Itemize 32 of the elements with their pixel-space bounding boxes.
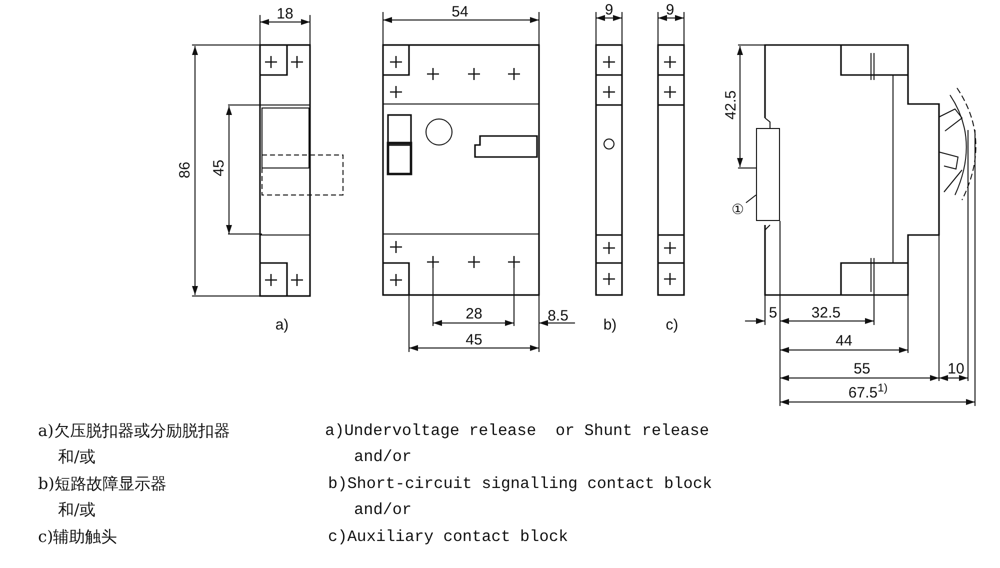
dimension-text: 5 [768,306,778,320]
dimension-text: a) [275,318,289,332]
dimension-text: 18 [276,6,294,22]
callout-number: ① [730,200,746,218]
dimension-text: 32.5 [811,306,841,320]
dimension-text: 45 [212,160,226,176]
legend-text: 和/或 [58,449,96,465]
legend-text: 和/或 [58,502,96,518]
dimension-text: c) [666,318,678,332]
dimension-text: 28 [466,306,482,322]
legend-text: and/or [354,449,412,465]
legend-text: and/or [354,502,412,518]
legend-text: a)Undervoltage release or Shunt release [325,423,710,439]
dimension-text: 9 [666,2,674,18]
leader-line [746,194,756,204]
rail-clip [756,128,780,221]
dimension-text: 44 [836,334,852,348]
dimension-text: 86 [178,162,192,178]
dimension-text: 10 [948,362,964,376]
dimension-text: 45 [466,332,482,348]
dimension-text: 8.5 [548,308,568,324]
legend-text: b)Short-circuit signalling contact block [328,476,712,492]
legend-text: c)辅助触头 [38,529,118,545]
dimension-text: b) [603,318,617,332]
dimension-text: 9 [604,2,614,18]
legend-text: b)短路故障显示器 [38,476,166,492]
dimension-text: 67.5$^{1)}$ [848,386,888,400]
legend-text: c)Auxiliary contact block [328,529,568,545]
legend-text: a)欠压脱扣器或分励脱扣器 [38,423,230,439]
dimension-text: 55 [854,362,870,376]
dimension-text: 54 [452,4,468,20]
dimension-text: 42.5 [724,90,738,120]
